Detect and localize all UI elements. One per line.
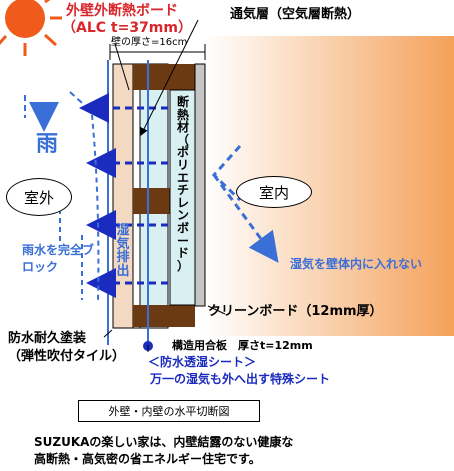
inside-label: 室内 <box>258 183 289 202</box>
outside-oval: 室外 <box>6 178 72 216</box>
outside-label: 室外 <box>23 188 54 207</box>
footer-line-1: SUZUKAの楽しい家は、内壁結露のない健康な <box>34 435 294 449</box>
clean-board <box>194 63 206 307</box>
board-subtitle: （ALC t=37mm） <box>62 20 192 36</box>
caption: 外壁・内壁の水平切断図 <box>108 405 230 418</box>
outer-board <box>112 63 134 329</box>
wall-thickness: 壁の厚さ=16cm <box>111 37 188 48</box>
inside-oval: 室内 <box>236 176 312 208</box>
plywood-label: 構造用合板 厚さt=12mm <box>172 339 313 352</box>
insulation-label: 断熱材（ポリエチレンボード） <box>176 95 189 273</box>
rain-label: 雨 <box>36 132 59 157</box>
moisture-block-label: 湿気を壁体内に入れない <box>290 257 423 271</box>
waterproof-paint-label: 防水耐久塗装 <box>8 331 87 346</box>
rain-path <box>59 114 100 301</box>
caption-box: 外壁・内壁の水平切断図 <box>78 400 260 422</box>
ventilation-layer-label: 通気層（空気層断熱） <box>230 7 361 22</box>
sheet-name: ＜防水透湿シート＞ <box>148 355 257 369</box>
interior-moisture-arrows <box>211 144 279 263</box>
moisture-exhaust-label: 湿気排出 <box>116 223 130 279</box>
sheet-desc: 万一の湿気も外へ出す特殊シート <box>150 372 331 386</box>
sun-rays <box>24 91 93 118</box>
rain-block-label: 雨水を完全ブロック <box>22 243 95 274</box>
footer-line-2: 高断熱・高気密の省エネルギー住宅です。 <box>34 452 261 466</box>
sun-icon <box>0 0 62 56</box>
thickness-dimension <box>109 44 206 60</box>
clean-board-label: クリーンボード（12mm厚） <box>208 304 383 319</box>
board-title: 外壁外断熱ボード <box>66 3 178 19</box>
leader-lines <box>103 19 226 352</box>
waterproof-paint-sub: （弾性吹付タイル） <box>8 349 126 364</box>
